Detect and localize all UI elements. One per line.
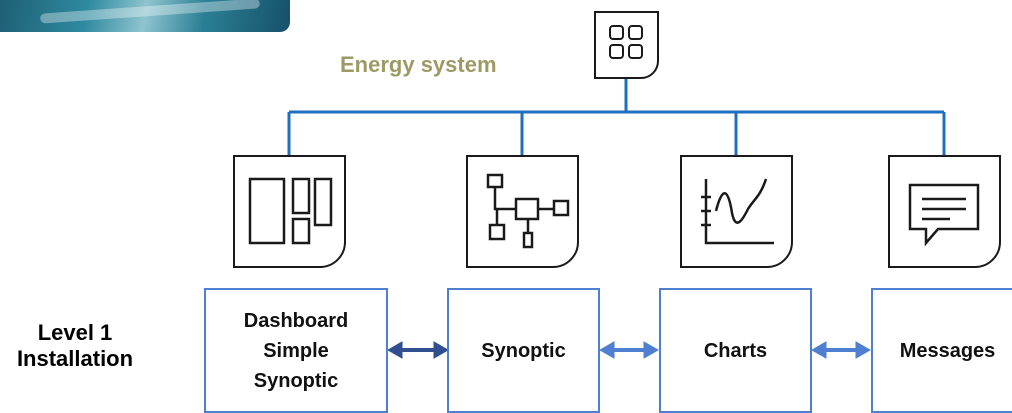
arrow-charts-messages [810,341,872,359]
module-messages-box[interactable]: Messages [871,288,1012,413]
module-dashboard-line-2: Simple [263,339,329,362]
arrow-synoptic-charts [598,341,660,359]
apps-grid-icon[interactable] [594,11,659,79]
charts-icon[interactable] [680,155,793,268]
module-charts-label: Charts [703,339,768,362]
dashboard-icon[interactable] [233,155,346,268]
synoptic-icon[interactable] [466,155,579,268]
level-label: Level 1 Installation [10,320,140,372]
module-messages-label: Messages [899,339,996,362]
module-synoptic-label: Synoptic [481,339,566,362]
background-photo [0,0,290,32]
module-dashboard-line-3: Synoptic [253,369,339,392]
module-dashboard-line-1: Dashboard [243,309,349,332]
module-dashboard-label: Dashboard Simple Synoptic [244,306,348,396]
arrow-dashboard-synoptic [386,341,450,359]
module-synoptic-box[interactable]: Synoptic [447,288,600,413]
level-label-line-2: Installation [16,346,134,371]
diagram-title: Energy system [340,52,497,77]
module-dashboard-box[interactable]: Dashboard Simple Synoptic [204,288,388,413]
messages-icon[interactable] [888,155,1001,268]
level-label-line-1: Level 1 [37,320,113,345]
module-charts-box[interactable]: Charts [659,288,812,413]
